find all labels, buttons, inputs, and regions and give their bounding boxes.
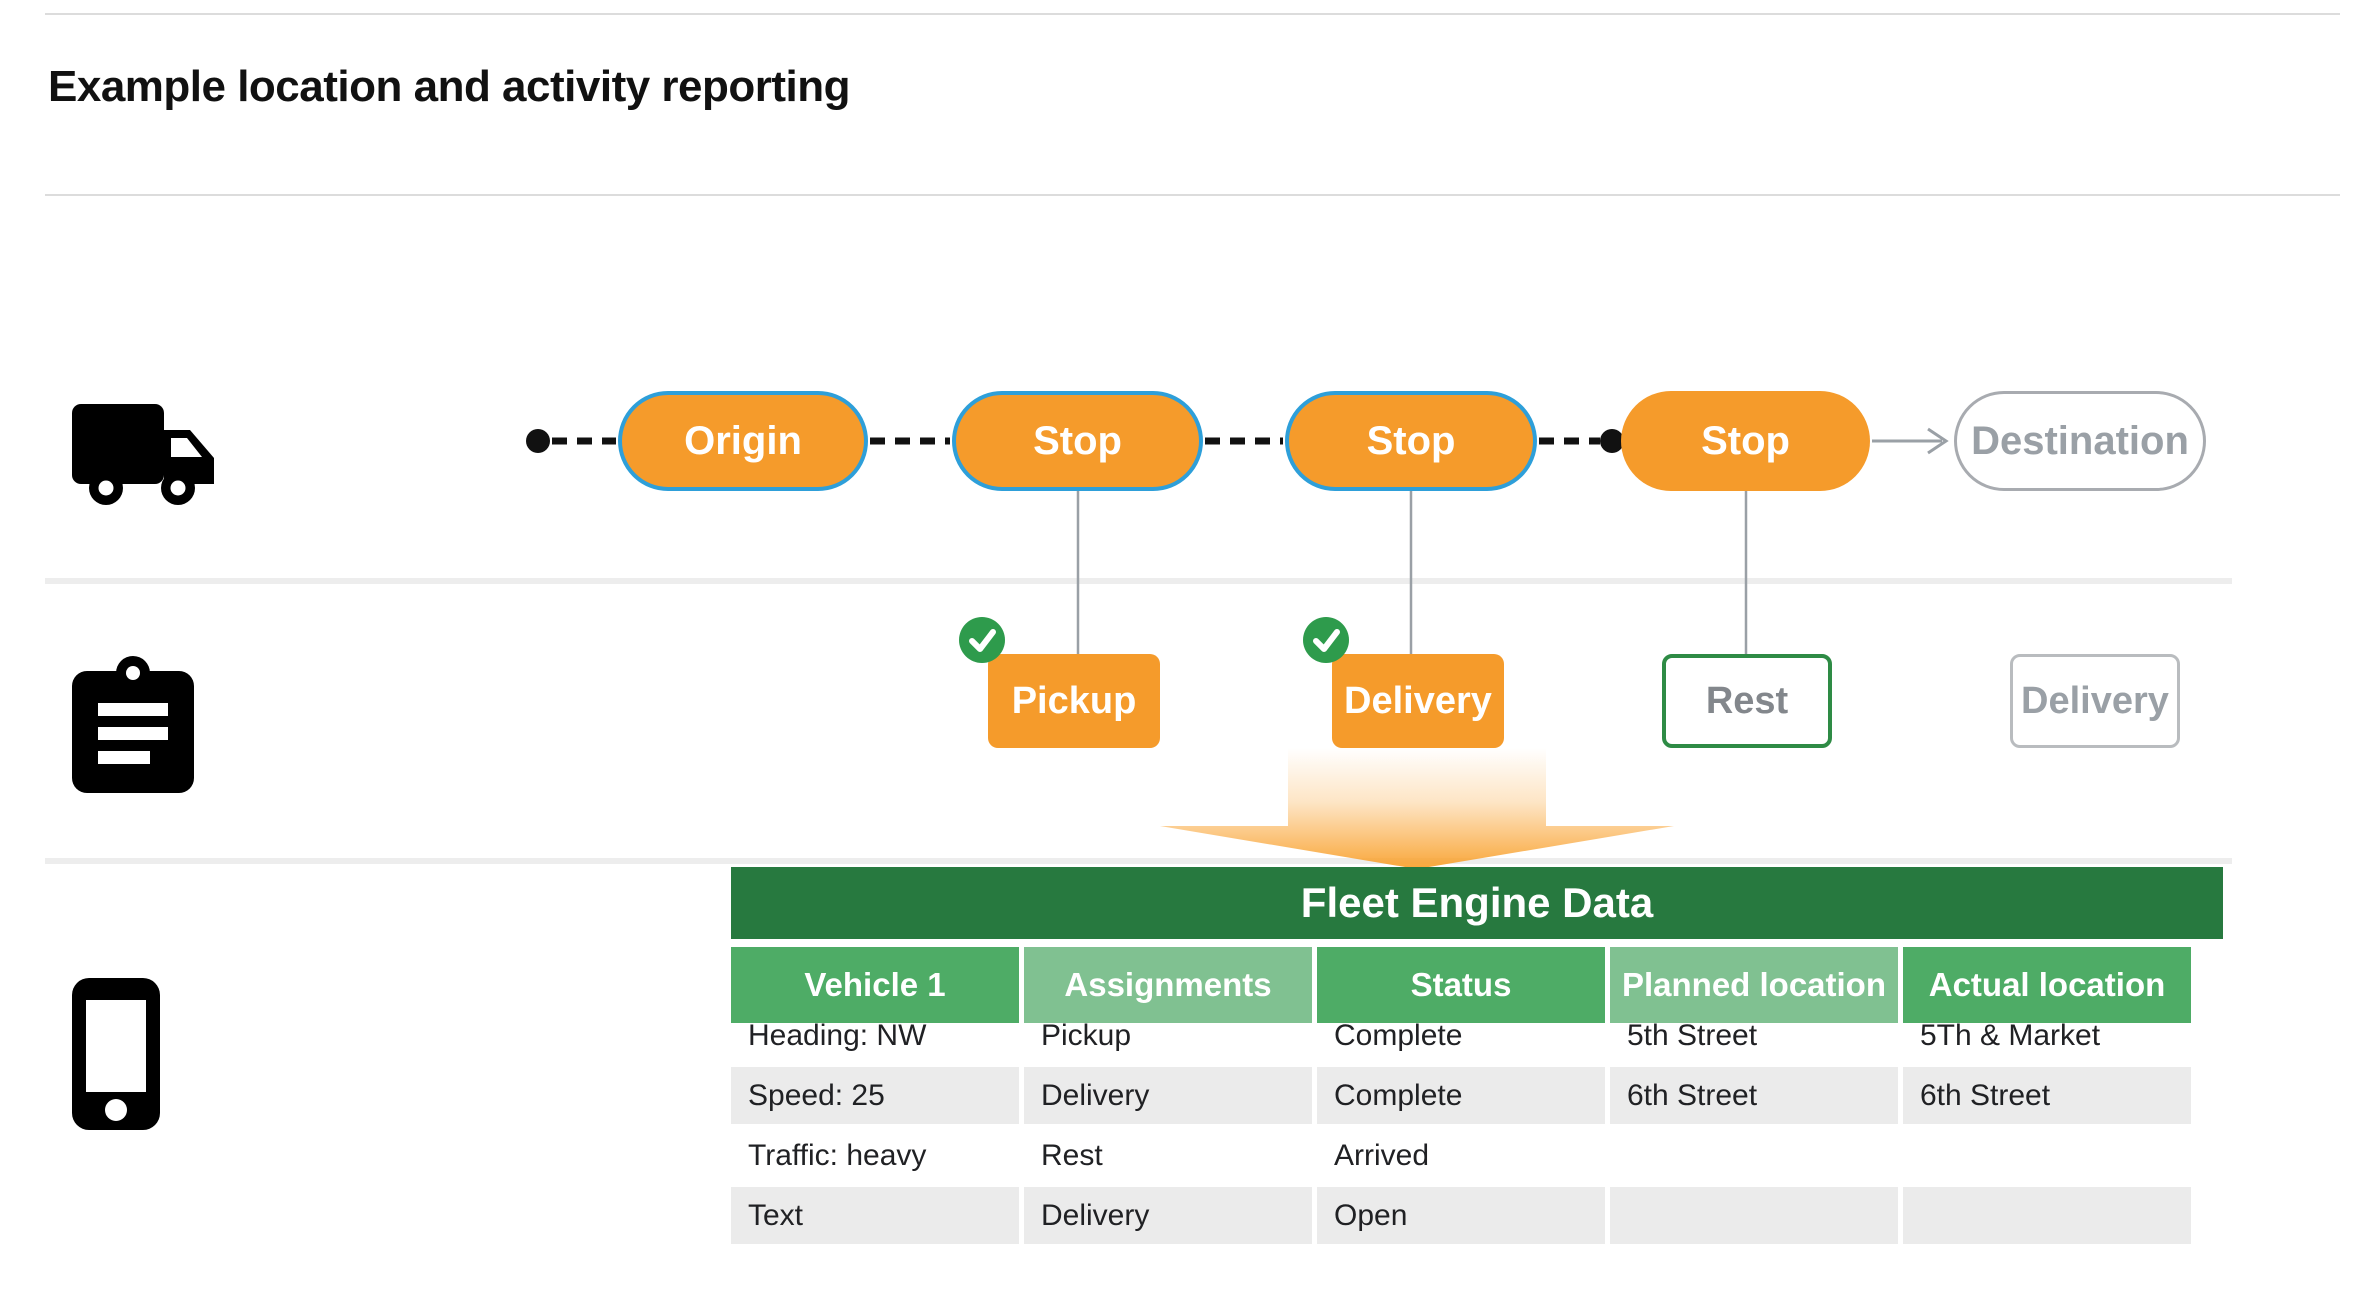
- activity-label: Delivery: [2021, 679, 2169, 722]
- table-cell: Traffic: heavy: [748, 1138, 927, 1172]
- activity-rest: Rest: [1662, 654, 1832, 748]
- data-flow-arrow: [1160, 748, 1674, 869]
- section-divider-activity-data: [45, 858, 2232, 864]
- check-icon: [1303, 617, 1349, 663]
- activity-label: Pickup: [1011, 679, 1137, 722]
- table-cell: [1610, 1187, 1898, 1244]
- table-cell: [1610, 1127, 1898, 1184]
- column-header-vehicle: Vehicle 1: [731, 947, 1019, 1023]
- activity-pickup: Pickup: [988, 654, 1160, 748]
- arrowhead-icon: [1927, 427, 1949, 455]
- column-header-actual-location: Actual location: [1903, 947, 2191, 1023]
- table-cell: 5th Street: [1627, 1018, 1758, 1052]
- column-header-assignments: Assignments: [1024, 947, 1312, 1023]
- table-cell: Text: [731, 1187, 1019, 1244]
- check-icon: [959, 617, 1005, 663]
- title-divider: [45, 194, 2340, 196]
- route-stop-3-active: Stop: [1621, 391, 1870, 491]
- table-title-label: Fleet Engine Data: [1300, 879, 1654, 926]
- table-cell: [1903, 1127, 2191, 1184]
- route-stop-label: Origin: [684, 418, 802, 463]
- activity-label: Rest: [1705, 679, 1789, 722]
- table-cell: 5Th & Market: [1920, 1018, 2101, 1052]
- route-stop-destination: Destination: [1954, 391, 2206, 491]
- table-cell: Speed: 25: [731, 1067, 1019, 1124]
- table-cell: Arrived: [1334, 1138, 1430, 1172]
- activity-delivery-2: Delivery: [2010, 654, 2180, 748]
- fleet-data-table: Vehicle 1 Assignments Status Planned loc…: [731, 947, 2191, 1244]
- route-stop-1: Stop: [952, 391, 1203, 491]
- route-stop-label: Stop: [1366, 418, 1456, 463]
- route-stop-origin: Origin: [618, 391, 868, 491]
- route-stop-label: Stop: [1033, 418, 1122, 463]
- phone-icon: [72, 978, 160, 1130]
- table-title: Fleet Engine Data: [731, 867, 2223, 939]
- table-cell: Complete: [1334, 1018, 1463, 1052]
- route-start-dot: [526, 429, 550, 453]
- table-cell: 6th Street: [1610, 1067, 1898, 1124]
- column-header-planned-location: Planned location: [1610, 947, 1898, 1023]
- table-cell: Pickup: [1041, 1018, 1132, 1052]
- route-stop-label: Destination: [1971, 418, 2189, 463]
- table-cell: Heading: NW: [748, 1018, 927, 1052]
- table-cell: Open: [1317, 1187, 1605, 1244]
- route-stop-2: Stop: [1285, 391, 1537, 491]
- table-cell: Rest: [1041, 1138, 1103, 1172]
- table-cell: [1903, 1187, 2191, 1244]
- top-divider: [45, 13, 2340, 15]
- truck-icon: [72, 404, 214, 505]
- table-cell: Delivery: [1024, 1067, 1312, 1124]
- table-cell: Delivery: [1024, 1187, 1312, 1244]
- page-title: Example location and activity reporting: [48, 62, 851, 111]
- activity-delivery-1: Delivery: [1332, 654, 1504, 748]
- table-cell: 6th Street: [1903, 1067, 2191, 1124]
- route-stop-label: Stop: [1701, 418, 1790, 463]
- vehicle-position-dot: [1600, 429, 1624, 453]
- activity-label: Delivery: [1344, 679, 1492, 722]
- table-cell: Complete: [1317, 1067, 1605, 1124]
- clipboard-icon: [72, 656, 194, 793]
- section-divider-vehicle-activity: [45, 578, 2232, 584]
- column-header-status: Status: [1317, 947, 1605, 1023]
